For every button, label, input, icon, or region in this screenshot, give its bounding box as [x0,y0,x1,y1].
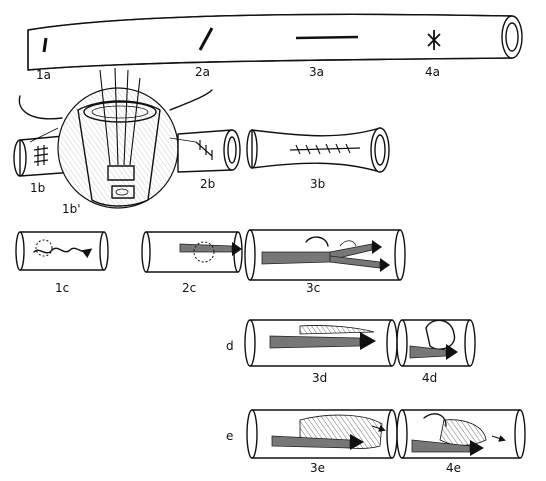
label-3b: 3b [310,177,325,191]
label-1b-prime: 1b' [62,202,81,216]
label-4a: 4a [425,65,440,79]
label-3a: 3a [309,65,324,79]
label-1a: 1a [36,68,51,82]
label-3e: 3e [310,461,325,475]
label-4d: 4d [422,371,437,385]
section-4e [396,409,526,459]
section-4d [396,319,476,367]
vessel-2b [177,129,241,173]
vessel-opening-a [501,15,523,59]
row-label-d: d [226,339,234,353]
label-4e: 4e [446,461,461,475]
flow-arrow-2c [179,243,233,253]
section-1c [15,231,109,271]
label-2c: 2c [182,281,196,295]
label-1c: 1c [55,281,69,295]
vessel-3b [246,127,390,173]
section-3e [246,409,398,459]
label-2b: 2b [200,177,215,191]
vessel-row-a [27,13,523,71]
injury-1a-puncture [42,37,48,53]
injury-4a-stellate [427,30,441,50]
section-3c [244,229,406,281]
label-3c: 3c [306,281,320,295]
section-2c [141,231,243,273]
label-3d: 3d [312,371,327,385]
row-label-e: e [226,429,233,443]
label-1b: 1b [30,181,45,195]
section-3d [244,319,398,367]
magnified-view-1b-prime [18,67,213,209]
injury-2a-cut [198,27,214,51]
flow-arrow-1c [33,247,93,259]
injury-3a-laceration [295,35,359,40]
label-2a: 2a [195,65,210,79]
